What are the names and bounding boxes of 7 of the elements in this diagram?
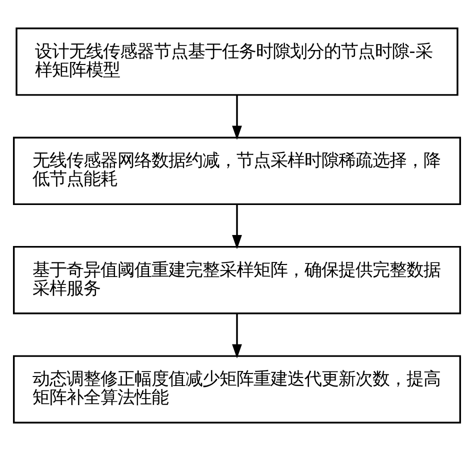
node-box: 设计无线传感器节点基于任务时隙划分的节点时隙-采样矩阵模型	[16, 26, 458, 96]
arrow	[232, 94, 242, 140]
node-box: 无线传感器网络数据约减，节点采样时隙稀疏选择，降低节点能耗	[12, 136, 462, 205]
node-box: 动态调整修正幅度值减少矩阵重建迭代更新次数，提高矩阵补全算法性能	[12, 354, 462, 424]
arrow	[232, 312, 242, 358]
arrow	[232, 204, 242, 249]
node-box: 基于奇异值阈值重建完整采样矩阵，确保提供完整数据采样服务	[12, 245, 462, 314]
